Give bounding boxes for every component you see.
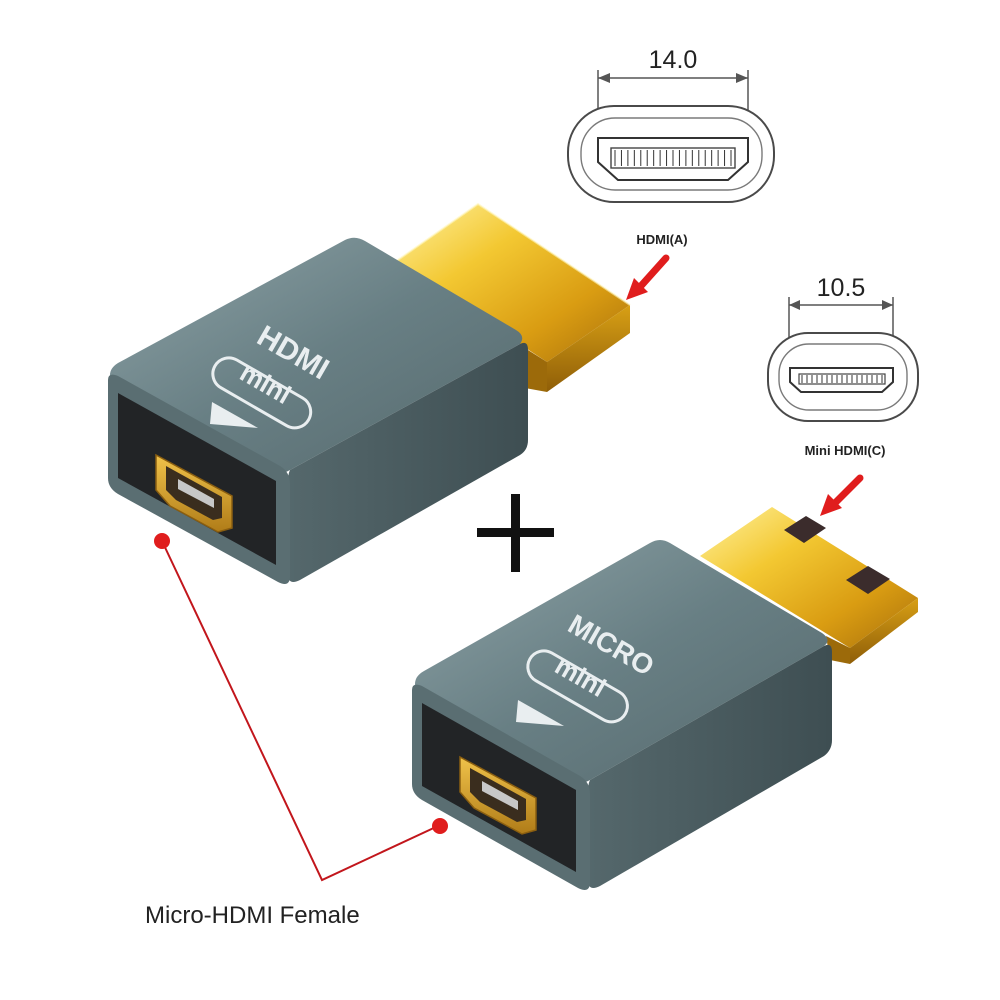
triangle-mark-icon: [210, 402, 258, 428]
plug-window: [784, 516, 826, 543]
mini-c-profile-diagram: 10.5 Mini HDMI(C): [767, 274, 919, 516]
triangle-mark-icon: [516, 700, 564, 726]
female-port-leader-lines: [154, 533, 448, 882]
micro-adapter-micro-port: [459, 755, 537, 835]
micro-hdmi-female-caption: Micro-HDMI Female: [145, 902, 360, 929]
plus-sign-icon: [477, 494, 554, 572]
mini-c-adapter: MICRO mini: [412, 507, 918, 890]
mini-c-width-label: 10.5: [817, 274, 866, 302]
plug-window: [846, 566, 890, 594]
hdmi-a-profile-diagram: 14.0 HDMI(A): [567, 46, 775, 300]
mini-c-pointer-arrow: [820, 474, 864, 516]
mini-badge-outline: [526, 649, 629, 724]
hdmi-a-adapter: HDMI mini: [108, 202, 631, 584]
hdmi-adapter-micro-port: [155, 453, 233, 533]
micro-adapter-body-side: [588, 644, 832, 888]
hdmi-a-pointer-arrow: [626, 254, 670, 300]
hdmi-a-gold-plug: [394, 202, 631, 392]
mini-c-port-label: Mini HDMI(C): [805, 443, 886, 458]
hdmi-adapter-body-side: [288, 342, 528, 582]
mini-badge-outline: [211, 356, 313, 430]
hdmi-a-port-label: HDMI(A): [636, 232, 687, 247]
leader-dot: [432, 818, 448, 834]
leader-dot: [154, 533, 170, 549]
hdmi-a-width-label: 14.0: [649, 46, 698, 74]
